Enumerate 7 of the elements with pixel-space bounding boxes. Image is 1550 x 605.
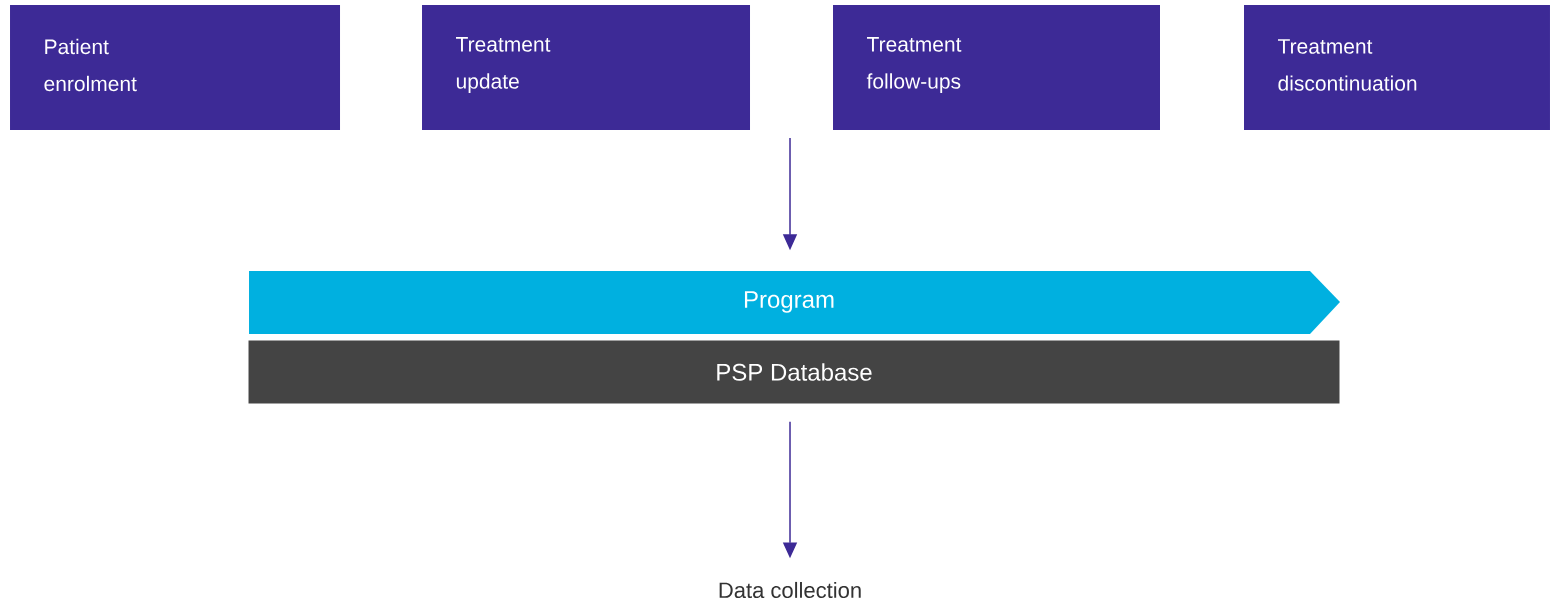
process-box: Treatment discontinuation [1244, 5, 1550, 130]
process-box: Treatment update [422, 5, 750, 130]
process-box: Patient enrolment [10, 5, 340, 130]
output-label: Data collection [719, 581, 861, 599]
arrow-banner: Program [249, 271, 1340, 334]
process-box: Treatment follow-ups [833, 5, 1160, 130]
database-bar: PSP Database [248, 340, 1340, 404]
